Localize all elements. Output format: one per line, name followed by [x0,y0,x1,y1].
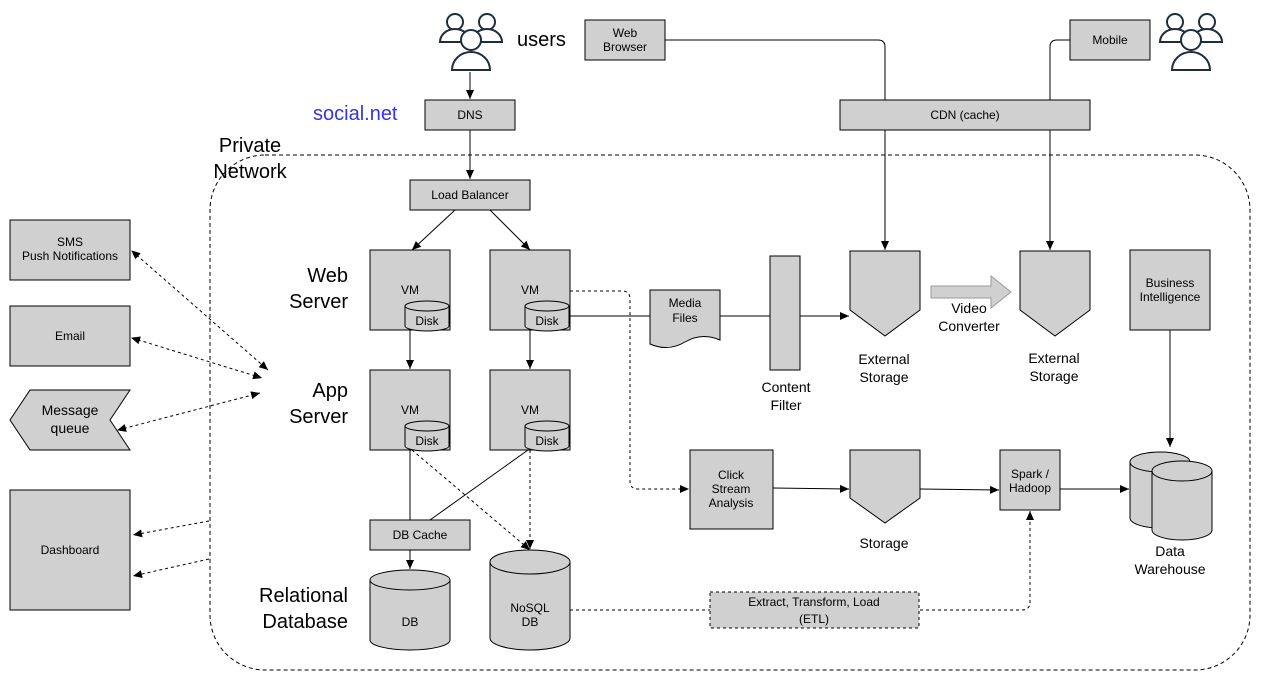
svg-text:Intelligence: Intelligence [1140,290,1201,304]
svg-text:SMS: SMS [57,235,83,249]
app-vm-2: VM Disk [489,369,571,452]
video-converter-arrow [930,274,1012,310]
app-vm-1: VM Disk [369,369,451,452]
etl-box: Extract, Transform, Load (ETL) [709,591,920,629]
disk-icon: Disk [524,420,570,452]
svg-text:Email: Email [55,329,85,343]
mobile-box: Mobile [1069,19,1151,61]
svg-text:Message: Message [42,402,99,418]
svg-text:Mobile: Mobile [1092,33,1128,47]
data-warehouse-cylinders [1129,451,1213,541]
external-storage-2-label-line2: Storage [1029,368,1078,384]
svg-text:VM: VM [401,403,419,417]
storage-label: Storage [859,535,908,551]
click-stream-analysis-box: Click Stream Analysis [689,449,774,530]
db-cache-box: DB Cache [369,519,471,551]
external-storage-2-shape [1019,250,1091,337]
svg-text:Media: Media [669,296,702,310]
svg-text:DB: DB [522,615,539,629]
private-network-label-line1: Private [219,135,281,157]
users-group-icon [438,13,504,71]
svg-text:Load Balancer: Load Balancer [431,188,508,202]
external-storage-2-label-line1: External [1028,350,1079,366]
svg-text:DNS: DNS [457,108,482,122]
web-browser-box: Web Browser [584,19,666,61]
spark-hadoop-box: Spark / Hadoop [999,449,1061,511]
db-cylinder: DB [369,569,451,651]
web-vm-2: VM Disk [489,249,571,332]
disk-icon: Disk [404,420,450,452]
content-filter-box [769,255,801,371]
svg-text:VM: VM [521,283,539,297]
external-storage-1-shape [849,250,921,337]
svg-text:Hadoop: Hadoop [1009,481,1051,495]
sms-push-notifications-box: SMS Push Notifications [9,219,131,281]
video-converter-label-line1: Video [951,300,987,316]
disk-icon: Disk [524,300,570,332]
app-server-label-line2: Server [289,406,348,428]
disk-icon: Disk [404,300,450,332]
data-warehouse-label-line1: Data [1155,543,1185,559]
svg-text:(ETL): (ETL) [799,612,829,626]
svg-text:NoSQL: NoSQL [510,601,550,615]
storage-shape [849,449,921,524]
svg-text:Files: Files [672,311,697,325]
svg-text:VM: VM [521,403,539,417]
svg-text:Disk: Disk [535,434,559,448]
web-server-label-line1: Web [307,265,348,287]
social-net-label: social.net [313,103,398,125]
external-storage-1-label-line2: Storage [859,369,908,385]
svg-text:DB: DB [402,615,419,629]
message-queue-shape: Message queue [9,389,131,451]
dashboard-box: Dashboard [9,489,131,611]
email-box: Email [9,305,131,367]
svg-text:Extract, Transform, Load: Extract, Transform, Load [748,595,879,609]
nosql-db-cylinder: NoSQL DB [489,549,571,651]
svg-text:Stream: Stream [712,482,751,496]
svg-text:Click: Click [718,468,745,482]
dns-box: DNS [424,99,516,131]
svg-text:Push Notifications: Push Notifications [22,249,118,263]
svg-text:Web: Web [613,26,638,40]
svg-text:Dashboard: Dashboard [41,543,100,557]
svg-text:Disk: Disk [415,314,439,328]
video-converter-label-line2: Converter [938,318,1000,334]
svg-text:Business: Business [1146,276,1195,290]
svg-text:Analysis: Analysis [709,496,754,510]
relational-database-label-line1: Relational [259,585,348,607]
svg-text:Spark /: Spark / [1011,467,1050,481]
web-server-label-line2: Server [289,291,348,313]
svg-text:queue: queue [51,420,90,436]
web-vm-1: VM Disk [369,249,451,332]
svg-text:Disk: Disk [535,314,559,328]
private-network-label-line2: Network [213,161,287,183]
users-label: users [517,29,566,51]
external-storage-1-label-line1: External [858,351,909,367]
data-warehouse-label-line2: Warehouse [1134,561,1205,577]
svg-text:CDN (cache): CDN (cache) [930,108,999,122]
svg-text:Browser: Browser [603,40,647,54]
svg-text:VM: VM [401,283,419,297]
load-balancer-box: Load Balancer [409,179,531,211]
business-intelligence-box: Business Intelligence [1129,249,1211,331]
mobile-users-group-icon [1158,13,1224,71]
media-files-document: Media Files [649,289,721,348]
cdn-box: CDN (cache) [839,99,1091,131]
content-filter-label-line1: Content [761,379,810,395]
connectors [117,39,1174,611]
relational-database-label-line2: Database [262,611,348,633]
svg-text:Disk: Disk [415,434,439,448]
app-server-label-line1: App [312,380,348,402]
svg-text:DB Cache: DB Cache [393,528,448,542]
content-filter-label-line2: Filter [770,397,801,413]
